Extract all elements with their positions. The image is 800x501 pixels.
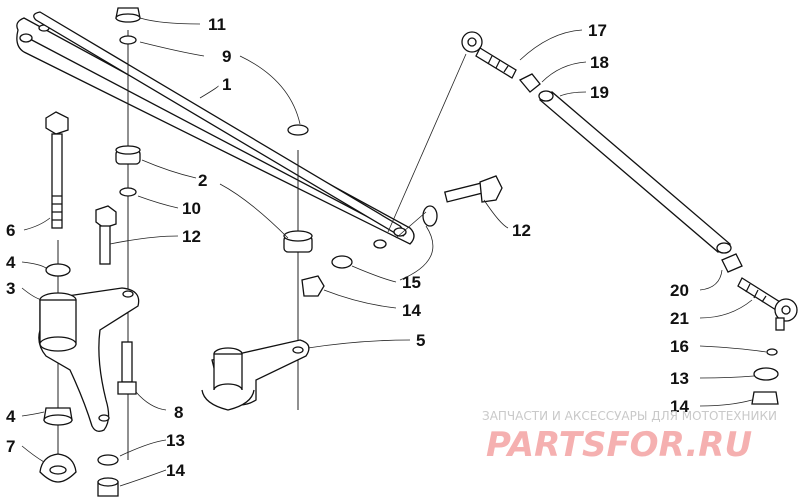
stud-part-8 <box>117 341 137 395</box>
washer-part-16 <box>766 348 778 356</box>
callout-12-right: 12 <box>512 221 531 240</box>
callout-1: 1 <box>222 75 231 94</box>
callout-14-middle: 14 <box>402 301 421 320</box>
jam-nut-part-18 <box>518 73 541 93</box>
bolt-part-6 <box>45 111 69 229</box>
cap-nut-part-7 <box>39 453 77 483</box>
washer-part-10 <box>119 187 137 197</box>
pivot-bracket-part-5 <box>201 339 310 411</box>
bolt-part-12a <box>95 205 117 265</box>
callout-19: 19 <box>590 83 609 102</box>
washer-part-9b <box>287 124 309 136</box>
nut-part-4b <box>43 407 73 426</box>
callout-3: 3 <box>6 279 15 298</box>
bolt-part-12b <box>444 175 503 203</box>
callout-8: 8 <box>174 403 183 422</box>
callout-20: 20 <box>670 281 689 300</box>
callout-9: 9 <box>222 47 231 66</box>
callout-18: 18 <box>590 53 609 72</box>
upper-arm-part-1 <box>16 11 415 249</box>
jam-nut-part-20 <box>721 253 743 273</box>
callout-12-left: 12 <box>182 227 201 246</box>
callout-16: 16 <box>670 337 689 356</box>
callout-11: 11 <box>208 15 226 34</box>
washer-part-4a <box>45 263 71 277</box>
tie-rod-part-19 <box>538 90 732 254</box>
callout-14-left: 14 <box>166 461 185 480</box>
callout-21: 21 <box>670 309 689 328</box>
nut-part-14a <box>97 477 119 497</box>
nut-part-11 <box>115 7 141 23</box>
callout-10: 10 <box>182 199 201 218</box>
washer-part-13a <box>97 454 119 466</box>
nut-part-14c <box>751 391 779 405</box>
nut-part-14b <box>301 275 325 297</box>
rod-end-part-17 <box>461 31 517 79</box>
bushing-part-2b <box>283 230 313 253</box>
callout-14-right: 14 <box>670 397 689 416</box>
callout-5: 5 <box>416 331 425 350</box>
washer-part-12c <box>422 205 438 227</box>
callout-15: 15 <box>402 273 421 292</box>
callout-4-upper: 4 <box>6 253 16 272</box>
pivot-bracket-part-3 <box>38 287 140 432</box>
watermark-brand: PARTSFOR.RU <box>486 425 752 465</box>
washer-part-13b <box>753 367 779 381</box>
callout-4-lower: 4 <box>6 407 16 426</box>
callout-13-left: 13 <box>166 431 185 450</box>
rod-end-part-21 <box>737 277 798 331</box>
bushing-part-2a <box>115 145 141 165</box>
callout-2: 2 <box>198 171 207 190</box>
callout-13-right: 13 <box>670 369 689 388</box>
washer-part-9a <box>119 35 137 45</box>
callout-6: 6 <box>6 221 15 240</box>
watermark-caption: ЗАПЧАСТИ И АКСЕССУАРЫ ДЛЯ МОТОТЕХНИКИ <box>482 409 777 423</box>
callout-17: 17 <box>588 21 607 40</box>
washer-part-15 <box>331 255 353 269</box>
callout-7: 7 <box>6 437 15 456</box>
